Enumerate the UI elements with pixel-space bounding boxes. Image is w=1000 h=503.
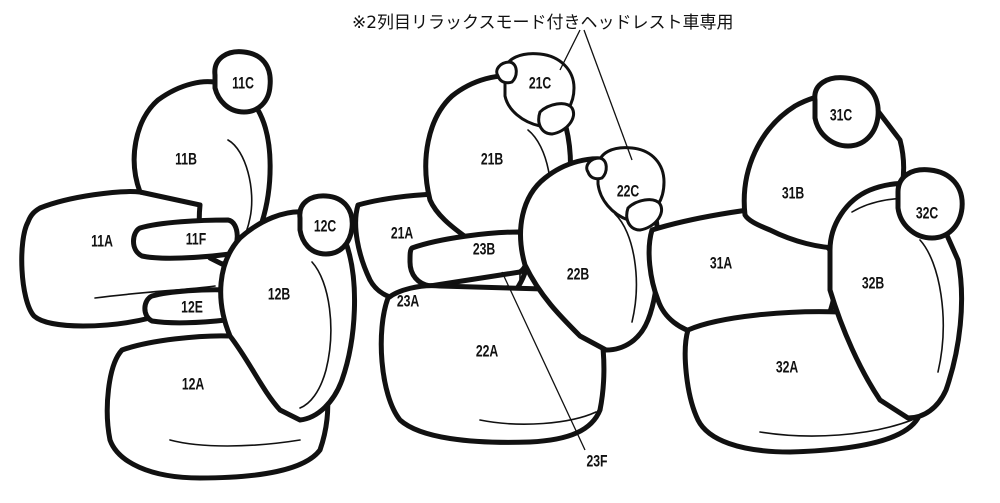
backrest-32B xyxy=(827,180,965,421)
label-32B: 32B xyxy=(862,275,885,293)
label-22B: 22B xyxy=(567,266,590,284)
label-21A: 21A xyxy=(391,225,414,243)
label-12C: 12C xyxy=(314,218,337,236)
label-21C: 21C xyxy=(529,75,552,93)
label-22A: 22A xyxy=(476,343,499,361)
leader-lines xyxy=(501,29,633,451)
headrest-32C xyxy=(895,167,965,241)
label-23F: 23F xyxy=(586,453,607,471)
seat-22 xyxy=(378,146,666,445)
label-31C: 31C xyxy=(830,107,853,125)
label-31B: 31B xyxy=(782,185,805,203)
part-labels: 11C 11B 11A 11F 12E 12C 12B 12A 21C 21B … xyxy=(91,75,938,471)
label-32C: 32C xyxy=(916,205,939,223)
headrest-11C xyxy=(212,49,273,115)
backrest-12B xyxy=(218,209,358,423)
seat-12 xyxy=(104,193,358,481)
label-32A: 32A xyxy=(776,359,799,377)
seat-31-32 xyxy=(646,75,965,455)
label-11C: 11C xyxy=(232,75,254,93)
leader-23F xyxy=(501,271,586,451)
headrest-note: ※2列目リラックスモード付きヘッドレスト車専用 xyxy=(352,13,734,33)
seat-11 xyxy=(19,49,273,329)
label-11F: 11F xyxy=(186,231,206,249)
label-31A: 31A xyxy=(710,255,733,273)
headrest-12C xyxy=(297,193,355,257)
label-23B: 23B xyxy=(473,241,496,259)
label-23A: 23A xyxy=(397,293,420,311)
label-11B: 11B xyxy=(175,151,197,169)
label-22C: 22C xyxy=(617,183,640,201)
headrest-31C xyxy=(812,75,881,149)
label-21B: 21B xyxy=(481,151,504,169)
leader-21C xyxy=(559,29,581,71)
label-12B: 12B xyxy=(268,286,291,304)
label-12A: 12A xyxy=(182,376,205,394)
label-11A: 11A xyxy=(91,233,113,251)
leader-22C xyxy=(583,29,633,161)
label-12E: 12E xyxy=(181,299,203,317)
